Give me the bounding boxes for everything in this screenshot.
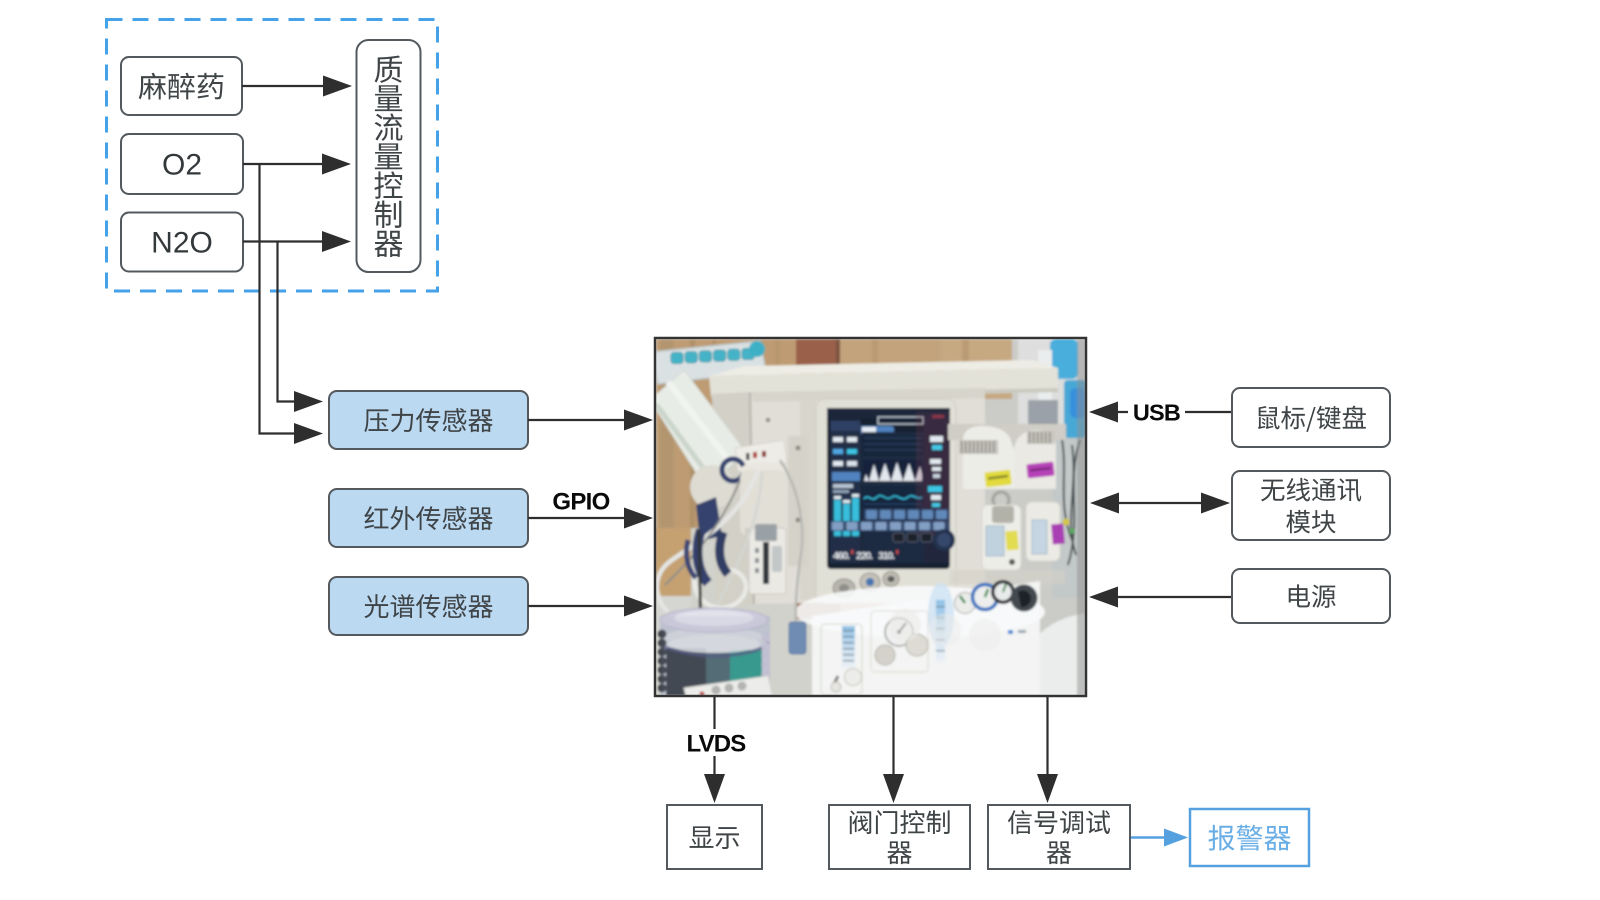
svg-text:N2O: N2O	[151, 227, 213, 260]
svg-text:O2: O2	[162, 149, 202, 182]
svg-text:USB: USB	[1133, 399, 1180, 425]
svg-text:GPIO: GPIO	[552, 489, 609, 516]
svg-text:LVDS: LVDS	[686, 731, 746, 758]
